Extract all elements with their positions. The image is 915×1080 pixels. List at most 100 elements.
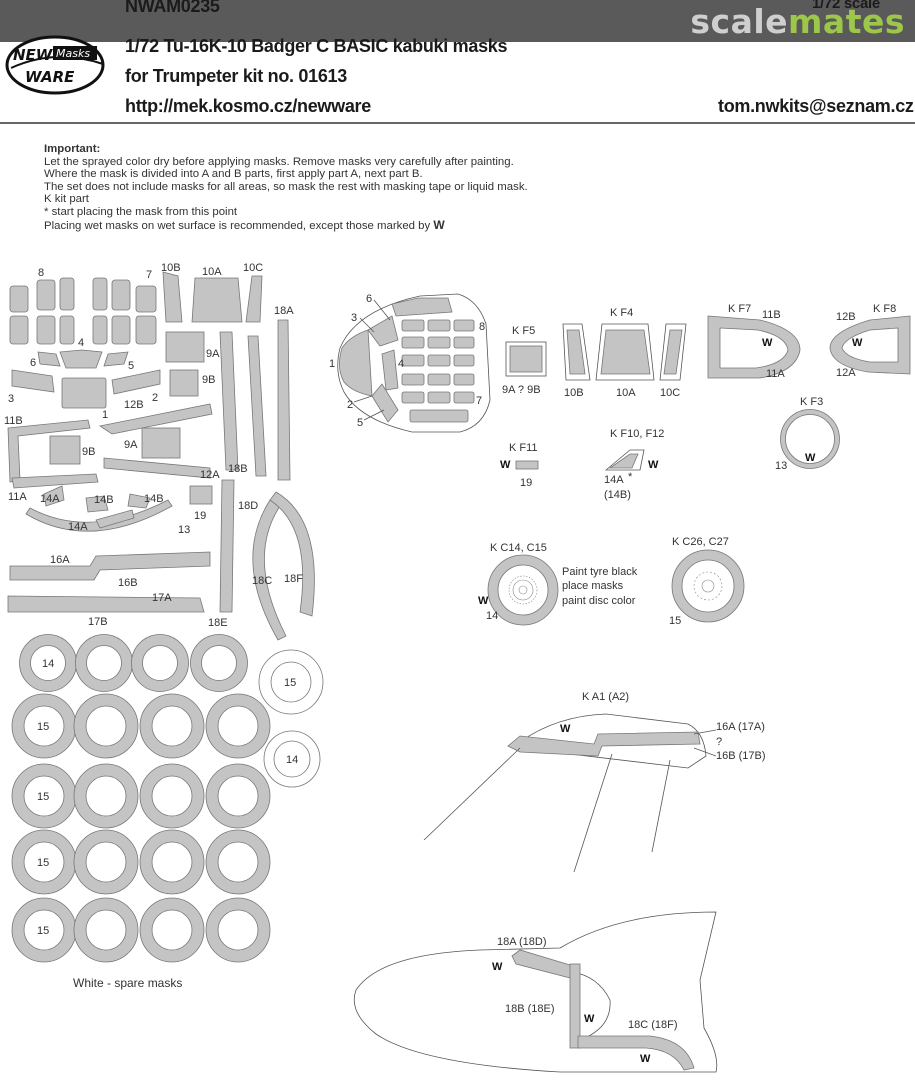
- svg-text:18B (18E): 18B (18E): [505, 1003, 555, 1015]
- svg-text:W: W: [500, 459, 511, 471]
- svg-text:10C: 10C: [243, 262, 263, 274]
- svg-text:16B: 16B: [118, 577, 138, 589]
- svg-text:5: 5: [128, 360, 134, 372]
- svg-text:12A: 12A: [836, 367, 856, 379]
- header-rule: [0, 122, 915, 124]
- svg-text:W: W: [805, 452, 816, 464]
- svg-text:9A: 9A: [206, 348, 220, 360]
- svg-text:18A (18D): 18A (18D): [497, 936, 547, 948]
- instructions: Important: Let the sprayed color dry bef…: [44, 143, 684, 232]
- svg-text:18E: 18E: [208, 617, 228, 629]
- kf8-diagram: K F8 12B W 12A: [829, 303, 911, 379]
- svg-text:17A: 17A: [152, 592, 172, 604]
- svg-text:15: 15: [37, 721, 49, 733]
- instruction-line: Let the sprayed color dry before applyin…: [44, 155, 514, 168]
- svg-text:place masks: place masks: [562, 580, 624, 592]
- svg-text:13: 13: [178, 524, 190, 536]
- svg-text:K C14, C15: K C14, C15: [490, 542, 547, 554]
- w-mark: W: [433, 217, 445, 232]
- kc14-diagram: K C14, C15 W 14: [478, 542, 559, 626]
- svg-text:11B: 11B: [4, 415, 23, 427]
- instruction-line: Where the mask is divided into A and B p…: [44, 168, 423, 181]
- kf7-diagram: K F7 11B W 11A: [707, 303, 801, 380]
- svg-text:4: 4: [398, 358, 404, 370]
- sheet-labels: 8 7 10B 10A 10C 18A 6 4 5 9A 9B 3 2 12B …: [4, 262, 303, 937]
- svg-text:14: 14: [286, 754, 298, 766]
- svg-text:?: ?: [716, 736, 722, 748]
- kf11-diagram: K F11 W 19: [500, 442, 539, 489]
- contact-email[interactable]: tom.nwkits@seznam.cz: [718, 96, 914, 116]
- svg-text:1: 1: [329, 358, 335, 370]
- svg-text:Paint tyre black: Paint tyre black: [562, 566, 638, 578]
- kf10-diagram: K F10, F12 W 14A * (14B): [604, 428, 664, 501]
- svg-text:9B: 9B: [82, 446, 95, 458]
- svg-text:*: *: [628, 471, 633, 483]
- svg-text:4: 4: [78, 337, 84, 349]
- svg-text:18D: 18D: [238, 500, 258, 512]
- svg-text:W: W: [852, 337, 863, 349]
- instruction-line: Placing wet masks on wet surface is reco…: [44, 217, 445, 232]
- canopy-diagram: 6 3 1 4 2 5 8 7: [329, 293, 491, 433]
- svg-text:15: 15: [37, 925, 49, 937]
- svg-text:18C: 18C: [252, 575, 272, 587]
- svg-text:W: W: [560, 723, 571, 735]
- svg-text:3: 3: [351, 312, 357, 324]
- instructions-heading: Important:: [44, 143, 101, 155]
- svg-text:K F3: K F3: [800, 396, 823, 408]
- svg-text:K C26, C27: K C26, C27: [672, 536, 729, 548]
- svg-text:18A: 18A: [274, 305, 294, 317]
- svg-text:11A: 11A: [766, 368, 785, 380]
- tyre-note: Paint tyre black place masks paint disc …: [562, 566, 638, 607]
- svg-text:14B: 14B: [144, 493, 164, 505]
- svg-text:5: 5: [357, 417, 363, 429]
- svg-text:K F8: K F8: [873, 303, 896, 315]
- kf5-diagram: K F5 9A ? 9B: [502, 325, 547, 396]
- svg-text:W: W: [648, 459, 659, 471]
- svg-text:15: 15: [37, 791, 49, 803]
- svg-text:10A: 10A: [616, 387, 636, 399]
- kf4-diagram: K F4 10B 10A 10C: [562, 307, 687, 399]
- svg-text:W: W: [762, 337, 773, 349]
- svg-text:14A: 14A: [40, 493, 60, 505]
- spare-masks-note: White - spare masks: [73, 976, 183, 990]
- svg-text:7: 7: [146, 269, 152, 281]
- svg-text:WARE: WARE: [25, 68, 75, 86]
- scalemates-logo[interactable]: scalemates: [690, 2, 905, 41]
- svg-text:2: 2: [347, 399, 353, 411]
- svg-text:16A: 16A: [50, 554, 70, 566]
- svg-text:10B: 10B: [161, 262, 181, 274]
- ka1-wing-diagram: K A1 (A2) W 16A (17A) ? 16B (17B): [423, 691, 766, 873]
- svg-text:16A (17A): 16A (17A): [716, 721, 765, 733]
- tail-diagram: 18A (18D) W 18B (18E) W 18C (18F) W: [353, 911, 718, 1073]
- svg-text:11B: 11B: [762, 309, 781, 321]
- svg-text:10A: 10A: [202, 266, 222, 278]
- wheel-ring-masks: [11, 634, 324, 963]
- svg-text:18B: 18B: [228, 463, 248, 475]
- svg-text:K F10, F12: K F10, F12: [610, 428, 664, 440]
- svg-text:15: 15: [37, 857, 49, 869]
- svg-text:10C: 10C: [660, 387, 680, 399]
- svg-text:9A: 9A: [124, 439, 138, 451]
- instruction-line: The set does not include masks for all a…: [44, 180, 528, 193]
- svg-text:K F11: K F11: [509, 442, 538, 454]
- svg-text:14A: 14A: [604, 474, 624, 486]
- mask-sheet: 8 7 10B 10A 10C 18A 6 4 5 9A 9B 3 2 12B …: [4, 262, 324, 963]
- product-title: 1/72 Tu-16K-10 Badger C BASIC kabuki mas…: [125, 36, 508, 56]
- svg-text:2: 2: [152, 392, 158, 404]
- svg-text:paint disc color: paint disc color: [562, 595, 636, 607]
- svg-text:19: 19: [520, 477, 532, 489]
- svg-text:18C (18F): 18C (18F): [628, 1019, 678, 1031]
- svg-text:7: 7: [476, 395, 482, 407]
- svg-text:1: 1: [102, 409, 108, 421]
- svg-text:W: W: [492, 961, 503, 973]
- svg-text:K F4: K F4: [610, 307, 633, 319]
- svg-text:10B: 10B: [564, 387, 584, 399]
- svg-text:W: W: [478, 595, 489, 607]
- kit-reference: for Trumpeter kit no. 01613: [125, 66, 347, 86]
- svg-text:16B (17B): 16B (17B): [716, 750, 766, 762]
- svg-text:19: 19: [194, 510, 206, 522]
- website-url[interactable]: http://mek.kosmo.cz/newware: [125, 96, 371, 116]
- svg-text:14: 14: [42, 658, 54, 670]
- svg-text:Masks: Masks: [56, 47, 90, 60]
